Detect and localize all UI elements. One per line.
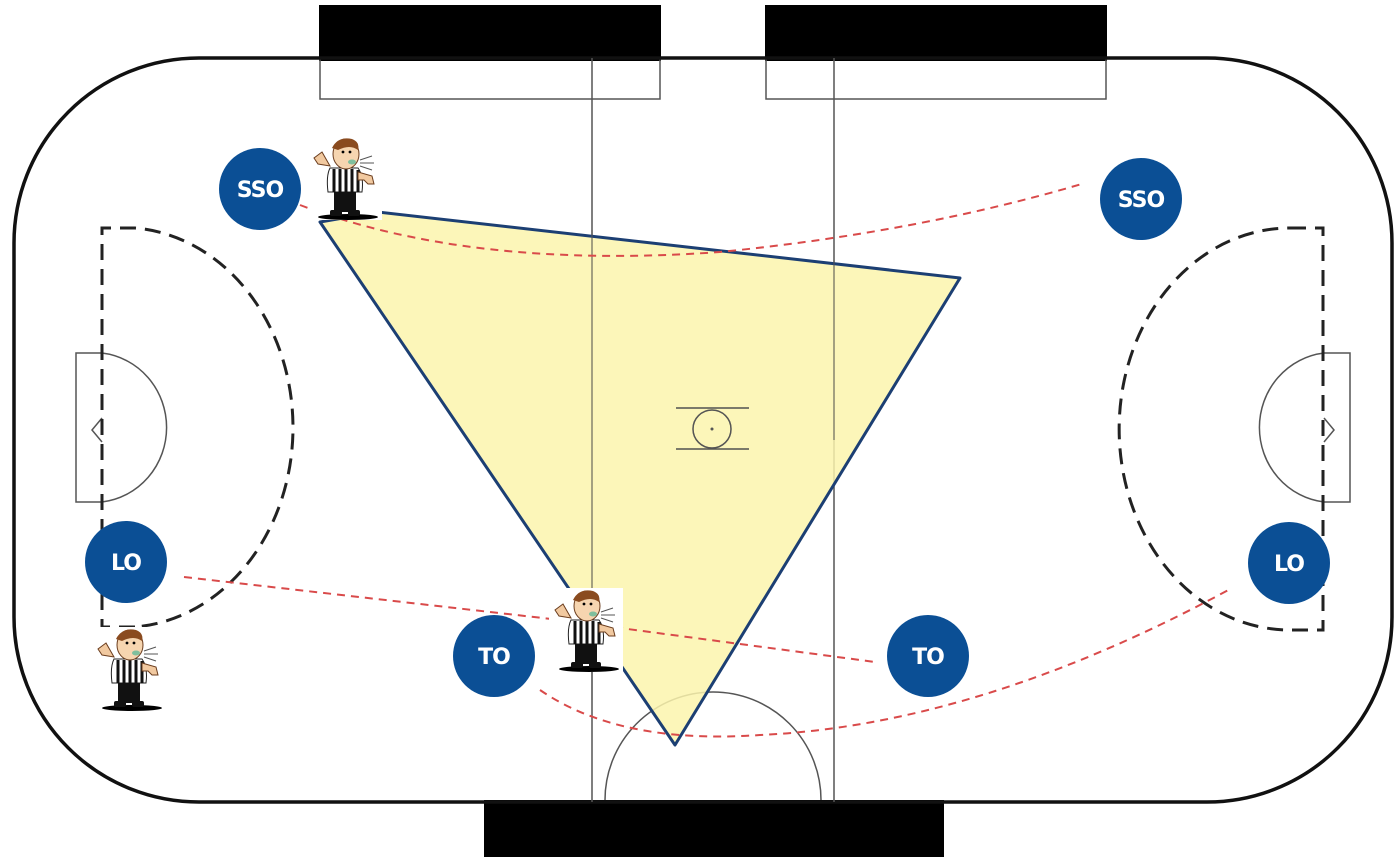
referee-bottom-left (92, 627, 166, 711)
bench-box-top-left (320, 58, 660, 99)
bench-box-top-right (766, 58, 1106, 99)
center-dot-overlay (711, 428, 714, 431)
position-badge-sso-right: SSO (1100, 158, 1182, 240)
coverage-triangle (320, 212, 960, 745)
bench-bottom (484, 800, 944, 857)
crease-left (76, 353, 102, 502)
referee-center (549, 588, 623, 672)
bench-top-right (765, 5, 1107, 61)
center-faceoff-arc (605, 692, 821, 800)
badge-label: TO (912, 645, 944, 670)
goal-right (1324, 418, 1334, 442)
shadow (102, 705, 162, 711)
crease-arc-right (1259, 353, 1324, 502)
badge-label: LO (111, 551, 141, 576)
badge-label: SSO (1118, 188, 1165, 213)
shadow (318, 214, 378, 220)
position-badge-sso-left: SSO (219, 148, 301, 230)
position-badge-lo-right: LO (1248, 522, 1330, 604)
shadow (559, 666, 619, 672)
bench-top-left (319, 5, 661, 61)
badge-label: SSO (237, 178, 284, 203)
position-badge-to-right: TO (887, 615, 969, 697)
position-badge-to-left: TO (453, 615, 535, 697)
crease-right (1324, 353, 1350, 502)
crease-arc-left (102, 353, 167, 502)
position-badge-lo-left: LO (85, 521, 167, 603)
referee-top-left (308, 136, 382, 220)
badge-label: LO (1274, 552, 1304, 577)
badge-label: TO (478, 645, 510, 670)
